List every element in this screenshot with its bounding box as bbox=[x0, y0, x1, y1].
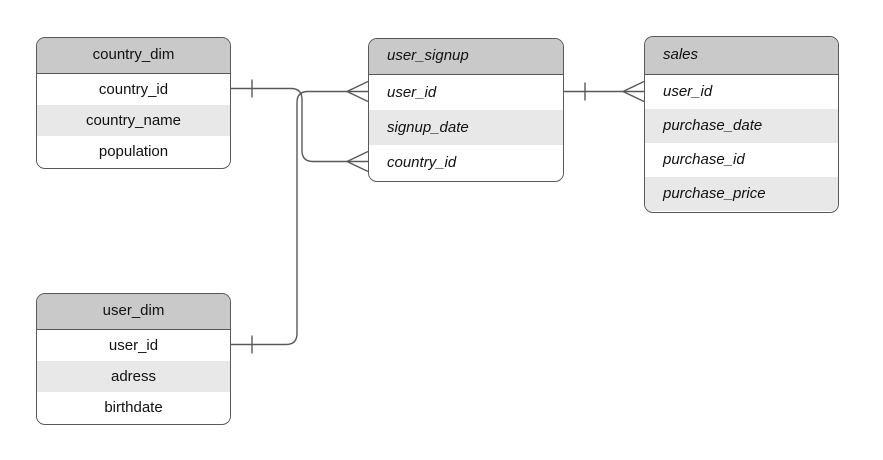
table-row-country_dim-country_id[interactable]: country_id bbox=[37, 74, 230, 105]
table-row-user_signup-signup_date[interactable]: signup_date bbox=[369, 110, 563, 145]
table-row-sales-purchase_price[interactable]: purchase_price bbox=[645, 177, 838, 211]
table-row-sales-purchase_date[interactable]: purchase_date bbox=[645, 109, 838, 143]
column-name: birthdate bbox=[104, 399, 163, 416]
table-title: user_dim bbox=[102, 302, 165, 319]
column-name: country_id bbox=[387, 154, 457, 171]
column-name: population bbox=[98, 143, 169, 160]
column-name: country_id bbox=[98, 81, 169, 98]
table-title: country_dim bbox=[92, 46, 175, 63]
column-name: purchase_date bbox=[663, 117, 763, 134]
column-name: adress bbox=[110, 368, 157, 385]
column-name: user_id bbox=[387, 84, 437, 101]
column-name: user_id bbox=[108, 337, 159, 354]
table-row-user_signup-user_id[interactable]: user_id bbox=[369, 75, 563, 110]
relationship-line-country_dim-user_signup[interactable] bbox=[231, 87, 368, 163]
table-row-user_dim-user_id[interactable]: user_id bbox=[37, 330, 230, 361]
column-name: user_id bbox=[663, 83, 713, 100]
column-name: signup_date bbox=[387, 119, 469, 136]
table-row-user_signup-country_id[interactable]: country_id bbox=[369, 145, 563, 180]
column-name: purchase_price bbox=[663, 185, 766, 202]
column-name: country_name bbox=[85, 112, 182, 129]
table-header-sales[interactable]: sales bbox=[645, 37, 838, 75]
table-title: user_signup bbox=[387, 47, 469, 64]
table-header-country_dim[interactable]: country_dim bbox=[37, 38, 230, 74]
table-row-user_dim-birthdate[interactable]: birthdate bbox=[37, 392, 230, 423]
table-row-country_dim-population[interactable]: population bbox=[37, 136, 230, 167]
table-row-sales-user_id[interactable]: user_id bbox=[645, 75, 838, 109]
table-row-sales-purchase_id[interactable]: purchase_id bbox=[645, 143, 838, 177]
table-user_signup[interactable]: user_signup user_id signup_date country_id bbox=[368, 38, 564, 182]
crow-foot-many-marker-user_signup-user_id[interactable] bbox=[346, 80, 369, 103]
relationship-line-user_dim-user_signup[interactable] bbox=[231, 90, 368, 346]
table-row-country_dim-country_name[interactable]: country_name bbox=[37, 105, 230, 136]
crow-foot-many-marker-sales-user_id[interactable] bbox=[622, 80, 645, 103]
table-header-user_dim[interactable]: user_dim bbox=[37, 294, 230, 330]
table-row-user_dim-adress[interactable]: adress bbox=[37, 361, 230, 392]
column-name: purchase_id bbox=[663, 151, 745, 168]
table-title: sales bbox=[663, 46, 699, 63]
crow-foot-many-marker-user_signup-country_id[interactable] bbox=[346, 150, 369, 173]
table-header-user_signup[interactable]: user_signup bbox=[369, 39, 563, 75]
